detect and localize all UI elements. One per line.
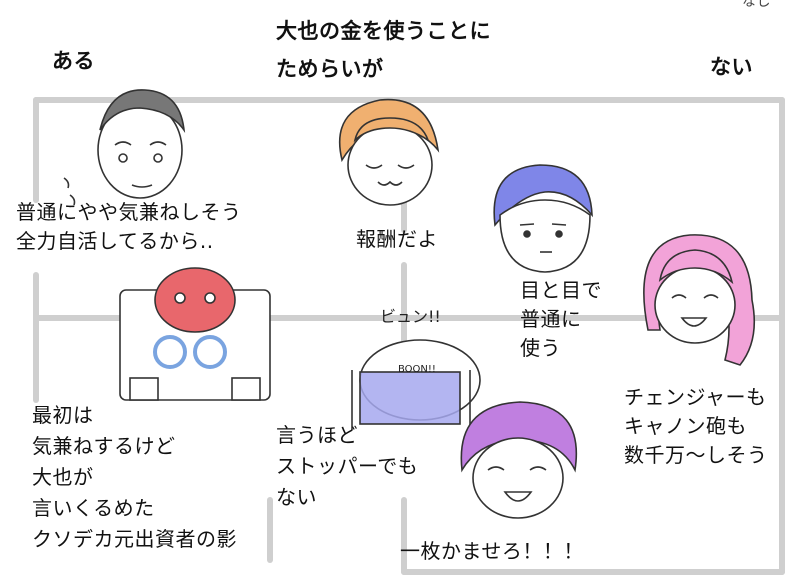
left-axis-label: ある — [52, 49, 95, 73]
caption-pink: チェンジャーも キャノン砲も 数千万〜しそう — [624, 385, 768, 467]
title-line-1: 大也の金を使うことに — [276, 19, 491, 43]
character-pink — [643, 234, 756, 366]
caption-gray: 普通にやや気兼ねしそう 全力自活してるから.. — [16, 200, 242, 253]
character-robot — [119, 267, 271, 401]
caption-robot: 最初は 気兼ねするけど 大也が 言いくるめた クソデカ元出資者の影 — [32, 403, 237, 551]
corner-scribble: なし — [742, 0, 771, 10]
sfx-box: BOON!! — [398, 364, 436, 375]
character-box — [351, 339, 481, 430]
character-blue — [493, 164, 593, 273]
character-orange — [338, 98, 440, 206]
character-gray — [63, 89, 186, 206]
caption-purple: 一枚かませろ！！！ — [400, 539, 584, 563]
right-axis-label: ない — [710, 55, 753, 79]
character-purple — [460, 401, 577, 519]
sfx-top: ビュン!! — [380, 307, 441, 326]
caption-blue: 目と目で 普通に 使う — [520, 278, 602, 360]
caption-orange: 報酬だよ — [356, 227, 438, 251]
caption-box: 言うほど ストッパーでも ない — [276, 423, 419, 509]
title-line-2: ためらいが — [276, 57, 384, 81]
